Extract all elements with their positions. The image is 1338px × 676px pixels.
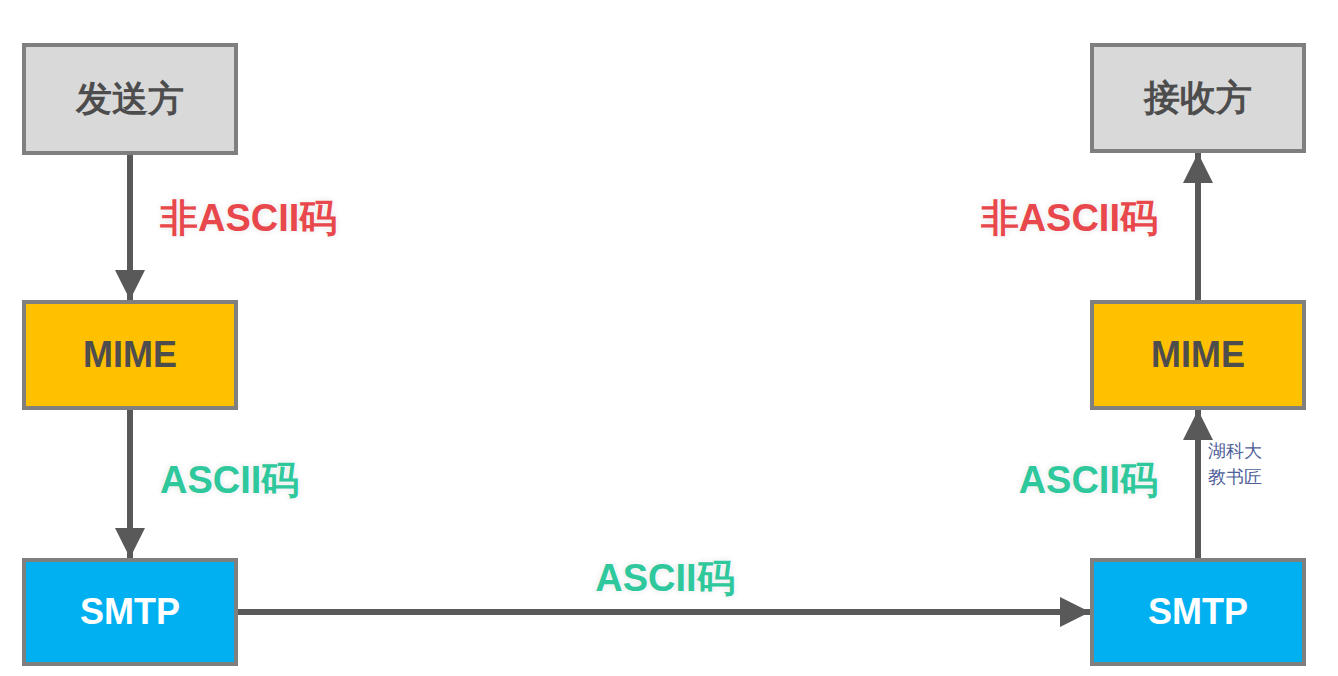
flow-arrow — [1195, 410, 1201, 558]
flow-arrow — [127, 410, 133, 558]
receiver-box: 接收方 — [1090, 43, 1306, 153]
node-label: SMTP — [80, 590, 180, 633]
node-label: MIME — [83, 333, 177, 376]
flow-arrow — [127, 155, 133, 300]
watermark: 教书匠 — [1208, 466, 1262, 489]
node-label: SMTP — [1148, 590, 1248, 633]
node-label: 接收方 — [1144, 76, 1252, 119]
smtp-box: SMTP — [1090, 558, 1306, 666]
flow-arrow — [238, 609, 1090, 615]
edge-label: ASCII码 — [593, 556, 736, 602]
edge-label: 非ASCII码 — [158, 196, 339, 242]
watermark: 湖科大 — [1208, 440, 1262, 463]
smtp-box: SMTP — [22, 558, 238, 666]
node-label: 发送方 — [76, 77, 184, 120]
edge-label: 非ASCII码 — [979, 196, 1160, 242]
mime-box: MIME — [1090, 300, 1306, 410]
edge-label: ASCII码 — [158, 458, 301, 504]
flow-arrow — [1195, 153, 1201, 300]
node-label: MIME — [1151, 333, 1245, 376]
edge-label: ASCII码 — [1017, 458, 1160, 504]
sender-box: 发送方 — [22, 43, 238, 155]
mime-box: MIME — [22, 300, 238, 410]
